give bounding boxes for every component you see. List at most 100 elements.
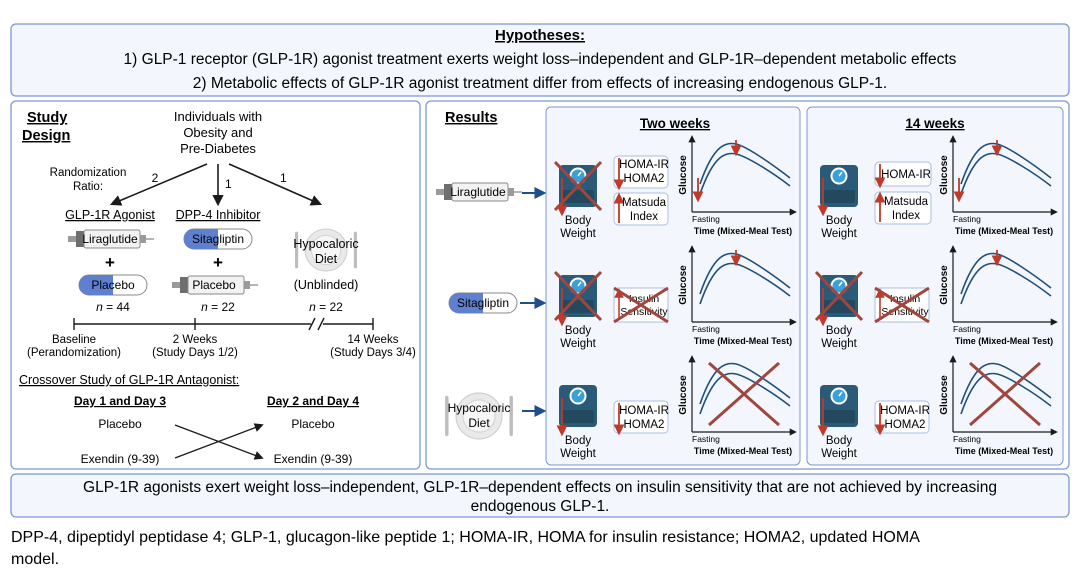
arm-glp1-plus: +	[105, 253, 115, 272]
arm-dpp4-placebo: Placebo	[192, 278, 236, 292]
crossover-title: Crossover Study of GLP-1R Antagonist:	[19, 373, 239, 387]
homa-box	[874, 161, 932, 187]
fasting-label: Fasting	[953, 434, 981, 444]
glucose-axis-label: Glucose	[678, 155, 689, 195]
matsuda-label: Index	[892, 210, 920, 222]
fasting-label: Fasting	[692, 324, 720, 334]
population-line-1: Individuals with	[174, 109, 262, 124]
homa-ir-label: HOMA-IR	[619, 159, 669, 171]
footnote-line-1: DPP-4, dipeptidyl peptidase 4; GLP-1, gl…	[11, 529, 920, 546]
row-agent-diet-1: Hypocaloric	[448, 401, 511, 415]
timeline-baseline-sub: (Perandomization)	[27, 347, 121, 359]
hypotheses-title: Hypotheses:	[495, 27, 585, 44]
time-axis-label: Time (Mixed-Meal Test)	[955, 446, 1053, 456]
crossover-right-placebo: Placebo	[291, 417, 335, 431]
time-axis-label: Time (Mixed-Meal Test)	[694, 226, 792, 236]
crossover-left-exendin: Exendin (9-39)	[81, 452, 160, 466]
matsuda-label: Matsuda	[884, 196, 929, 208]
timeline-baseline: Baseline	[52, 334, 96, 346]
ratio-diet: 1	[280, 171, 287, 185]
matsuda-box	[874, 191, 932, 225]
ratio-glp1: 2	[152, 171, 159, 185]
row-agent-sitagliptin: Sitagliptin	[457, 296, 509, 310]
row-agent-diet-2: Diet	[468, 416, 490, 430]
arm-dpp4-plus: +	[213, 253, 223, 272]
row-agent-liraglutide: Liraglutide	[450, 185, 506, 199]
arm-glp1-n: n = 44	[96, 300, 130, 314]
glucose-axis-label: Glucose	[678, 265, 689, 305]
body-weight-label: Weight	[560, 338, 596, 350]
homa-box	[874, 400, 930, 434]
body-weight-label: Body	[826, 325, 852, 337]
homa2-label: HOMA2	[624, 173, 665, 185]
body-weight-label: Weight	[560, 228, 596, 240]
panel-two-weeks-title: Two weeks	[640, 116, 710, 131]
arm-diet-n: n = 22	[309, 300, 343, 314]
body-weight-label: Body	[565, 435, 591, 447]
glucose-axis-label: Glucose	[939, 265, 950, 305]
homa-ir-label: HOMA-IR	[880, 405, 930, 417]
fasting-label: Fasting	[692, 434, 720, 444]
population-line-3: Pre-Diabetes	[180, 141, 256, 156]
body-weight-label: Body	[826, 215, 852, 227]
body-weight-label: Weight	[821, 338, 857, 350]
arrow-to-glp1-arm	[109, 163, 208, 206]
timeline-2wk-sub: (Study Days 1/2)	[152, 347, 238, 359]
panel-14-weeks	[806, 106, 1064, 466]
time-axis-label: Time (Mixed-Meal Test)	[694, 446, 792, 456]
body-weight-label: Body	[565, 325, 591, 337]
randomization-label-1: Randomization	[50, 167, 127, 179]
arm-dpp4-drug: Sitagliptin	[192, 232, 244, 246]
hypothesis-1: 1) GLP-1 receptor (GLP-1R) agonist treat…	[124, 51, 957, 68]
weight-scale-icon	[819, 164, 859, 208]
panel-14-weeks-title: 14 weeks	[905, 116, 964, 131]
homa-box	[613, 400, 669, 434]
arm-glp1-placebo: Placebo	[91, 278, 135, 292]
results-title: Results	[445, 110, 497, 126]
arm-diet-line-2: Diet	[315, 252, 338, 266]
matsuda-label: Matsuda	[622, 197, 667, 209]
study-design-title-2: Design	[22, 128, 70, 144]
time-axis-label: Time (Mixed-Meal Test)	[955, 226, 1053, 236]
panel-two-weeks	[545, 106, 801, 466]
homa-ir-label: HOMA-IR	[881, 169, 931, 181]
arm-dpp4-n: n = 22	[201, 300, 235, 314]
ratio-dpp4: 1	[225, 177, 232, 191]
body-weight-label: Weight	[560, 448, 596, 460]
homa2-label: HOMA2	[624, 419, 665, 431]
fasting-label: Fasting	[953, 324, 981, 334]
crossover-right-exendin: Exendin (9-39)	[274, 452, 353, 466]
arm-dpp4-heading: DPP-4 Inhibitor	[176, 208, 261, 222]
body-weight-label: Body	[565, 215, 591, 227]
weight-scale-icon	[558, 384, 598, 428]
glucose-curve-treated	[960, 372, 1052, 415]
body-weight-label: Body	[826, 435, 852, 447]
arm-glp1-heading: GLP-1R Agonist	[65, 208, 155, 222]
glucose-axis-label: Glucose	[939, 155, 950, 195]
arrow-to-diet-arm	[228, 163, 323, 206]
weight-scale-icon	[819, 384, 859, 428]
randomization-label-2: Ratio:	[73, 181, 103, 193]
glucose-curve-baseline	[960, 362, 1052, 405]
hypotheses-frame	[10, 23, 1070, 97]
matsuda-box	[613, 192, 669, 226]
crossover-day-right: Day 2 and Day 4	[267, 394, 359, 408]
homa2-label: HOMA2	[885, 419, 926, 431]
conclusion-line-1: GLP-1R agonists exert weight loss–indepe…	[83, 479, 997, 496]
conclusion-frame	[10, 473, 1070, 518]
arm-glp1-drug: Liraglutide	[82, 232, 138, 246]
homa-box	[613, 155, 669, 189]
glucose-axis-label: Glucose	[939, 375, 950, 415]
population-line-2: Obesity and	[183, 125, 252, 140]
body-weight-label: Weight	[821, 448, 857, 460]
time-axis-label: Time (Mixed-Meal Test)	[694, 336, 792, 346]
result-cells: BodyWeightHOMA-IRHOMA2MatsudaIndexGlucos…	[553, 135, 1058, 460]
homa-ir-label: HOMA-IR	[619, 405, 669, 417]
glucose-curve-treated	[699, 372, 791, 415]
timeline-break	[308, 317, 316, 331]
hypothesis-2: 2) Metabolic effects of GLP-1R agonist t…	[193, 75, 887, 92]
timeline-2wk: 2 Weeks	[173, 334, 218, 346]
crossover-day-left: Day 1 and Day 3	[74, 394, 166, 408]
study-design-title-1: Study	[27, 110, 67, 126]
footnote-line-2: model.	[11, 551, 59, 568]
